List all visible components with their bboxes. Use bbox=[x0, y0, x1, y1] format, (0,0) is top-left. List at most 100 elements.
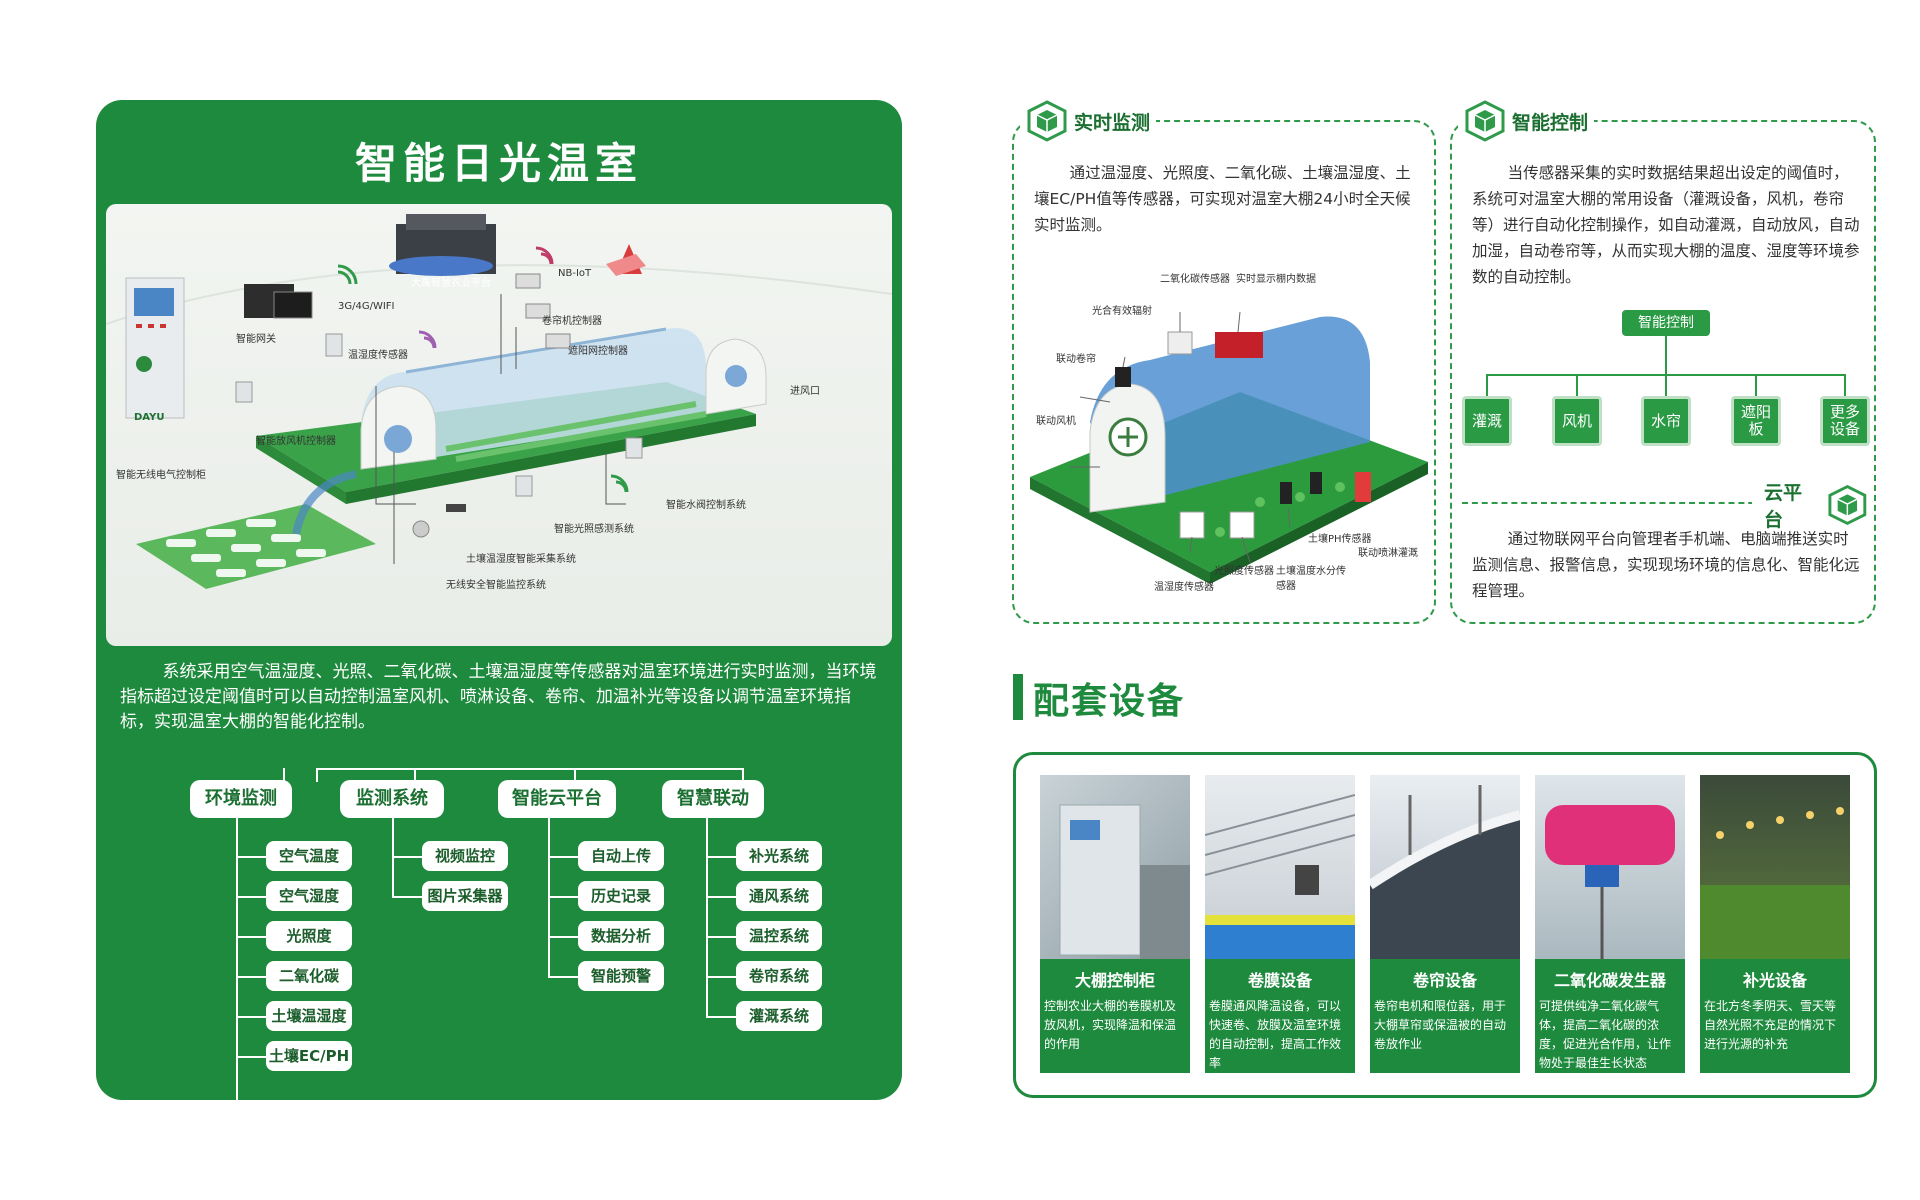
label-light-sensor: 智能光照感测系统 bbox=[554, 524, 634, 535]
tree-branch-line bbox=[236, 818, 238, 1058]
equipment-title: 配套设备 bbox=[1033, 681, 1186, 722]
control-stem bbox=[1665, 336, 1667, 394]
tree-connector bbox=[236, 936, 266, 938]
leaf-auto-upload: 自动上传 bbox=[578, 841, 664, 871]
control-drop bbox=[1755, 374, 1757, 396]
smart-greenhouse-panel: 智能日光温室 bbox=[96, 100, 902, 1158]
label-temp-hum-sensor: 温湿度传感器 bbox=[348, 350, 408, 361]
control-drop bbox=[1844, 374, 1846, 396]
control-title: 智能控制 bbox=[1512, 111, 1589, 134]
equipment-desc: 卷帘电机和限位器，用于大棚草帘或保温被的自动卷放作业 bbox=[1374, 999, 1507, 1051]
leaf-temp-control: 温控系统 bbox=[736, 921, 822, 951]
monitor-title: 实时监测 bbox=[1074, 111, 1151, 134]
label-network: 3G/4G/WIFI bbox=[338, 301, 395, 312]
tree-connector bbox=[548, 976, 578, 978]
leaf-air-temp: 空气温度 bbox=[266, 841, 352, 871]
label-shade-ctrl: 遮阳网控制器 bbox=[568, 346, 628, 357]
cloud-text: 通过物联网平台向管理者手机端、电脑端推送实时监测信息、报警信息，实现现场环境的信… bbox=[1472, 530, 1860, 600]
label-gateway: 智能网关 bbox=[236, 334, 276, 345]
leaf-curtain: 卷帘系统 bbox=[736, 961, 822, 991]
label-light-sensor-2: 光照度传感器 bbox=[1214, 566, 1274, 577]
control-header: 智能控制 bbox=[1458, 100, 1595, 142]
tree-connector bbox=[706, 856, 736, 858]
equipment-name: 卷帘设备 bbox=[1412, 971, 1477, 990]
control-text: 当传感器采集的实时数据结果超出设定的阈值时，系统可对温室大棚的常用设备（灌溉设备… bbox=[1472, 164, 1860, 286]
tree-connector bbox=[706, 936, 736, 938]
leaf-analysis: 数据分析 bbox=[578, 921, 664, 951]
cloud-title: 云平台 bbox=[1764, 482, 1803, 531]
tree-stub bbox=[316, 768, 318, 782]
cloud-header: 云平台 bbox=[1752, 478, 1874, 532]
label-water-valve: 智能水阀控制系统 bbox=[666, 500, 746, 511]
greenhouse-system-diagram: 大禹智慧农业平台 3G/4G/WIFI NB-IoT 智能网关 DAYU 智能无… bbox=[106, 204, 892, 646]
leaf-warning: 智能预警 bbox=[578, 961, 664, 991]
control-more: 更多设备 bbox=[1820, 396, 1870, 446]
tree-monitor-system: 监测系统 bbox=[340, 780, 444, 818]
control-fan: 风机 bbox=[1552, 396, 1602, 446]
tree-connector bbox=[548, 936, 578, 938]
leaf-irrigation: 灌溉系统 bbox=[736, 1001, 822, 1031]
equipment-desc: 在北方冬季阴天、雪天等自然光照不充足的情况下进行光源的补充 bbox=[1704, 999, 1837, 1051]
equipment-name: 大棚控制柜 bbox=[1074, 971, 1155, 990]
label-curtain: 联动卷帘 bbox=[1056, 354, 1096, 365]
leaf-soil-temp-hum: 土壤温湿度 bbox=[266, 1001, 352, 1031]
monitor-illustration bbox=[1030, 311, 1428, 584]
label-nbiot: NB-IoT bbox=[558, 268, 592, 279]
curtain-roller-photo bbox=[1370, 775, 1520, 959]
tree-top-line bbox=[316, 768, 742, 770]
label-air-inlet: 进风口 bbox=[790, 386, 820, 397]
tree-connector bbox=[236, 1056, 266, 1058]
label-soil-moisture: 土壤温度水分传感器 bbox=[1276, 566, 1346, 592]
leaf-co2: 二氧化碳 bbox=[266, 961, 352, 991]
control-water-curtain: 水帘 bbox=[1641, 396, 1691, 446]
tree-connector bbox=[706, 1016, 736, 1018]
equipment-card: 补光设备 在北方冬季阴天、雪天等自然光照不充足的情况下进行光源的补充 bbox=[1700, 775, 1850, 1073]
realtime-monitor-card: 实时监测 通过温湿度、光照度、二氧化碳、土壤温湿度、土壤EC/PH值等传感器，可… bbox=[1012, 100, 1436, 624]
tree-connector bbox=[236, 1156, 266, 1158]
equipment-card: 大棚控制柜 控制农业大棚的卷膜机及放风机，实现降温和保温的作用 bbox=[1040, 775, 1190, 1073]
control-shade: 遮阳板 bbox=[1731, 396, 1781, 446]
leaf-illuminance: 光照度 bbox=[266, 921, 352, 951]
cube-icon bbox=[1027, 100, 1067, 142]
label-platform: 大禹智慧农业平台 bbox=[411, 278, 491, 289]
label-curtain-ctrl: 卷帘机控制器 bbox=[542, 316, 602, 327]
tree-connector bbox=[548, 896, 578, 898]
label-par: 光合有效辐射 bbox=[1092, 306, 1152, 317]
tree-connector bbox=[392, 856, 422, 858]
label-fan-ctrl: 智能放风机控制器 bbox=[256, 436, 336, 447]
tree-stub bbox=[283, 768, 285, 782]
equipment-name: 二氧化碳发生器 bbox=[1553, 971, 1666, 990]
label-temp-hum-2: 温湿度传感器 bbox=[1154, 582, 1214, 593]
greenhouse-illustration bbox=[106, 209, 892, 589]
tree-stub bbox=[574, 768, 576, 782]
tree-connector bbox=[236, 976, 266, 978]
leaf-ventilation: 通风系统 bbox=[736, 881, 822, 911]
control-drop bbox=[1665, 374, 1667, 396]
leaf-soil-ec-ph: 土壤EC/PH bbox=[266, 1041, 352, 1071]
label-cabinet: 智能无线电气控制柜 bbox=[116, 470, 206, 481]
equipment-name: 补光设备 bbox=[1742, 971, 1807, 990]
equipment-desc: 可提供纯净二氧化碳气体，提高二氧化碳的浓度，促进光合作用，让作物处于最佳生长状态 bbox=[1539, 999, 1672, 1070]
monitor-text: 通过温湿度、光照度、二氧化碳、土壤温湿度、土壤EC/PH值等传感器，可实现对温室… bbox=[1034, 164, 1411, 234]
control-drop bbox=[1576, 374, 1578, 396]
control-root: 智能控制 bbox=[1622, 310, 1710, 336]
tree-connector bbox=[392, 896, 422, 898]
tree-branch-line bbox=[706, 818, 708, 1018]
system-description: 系统采用空气温湿度、光照、二氧化碳、土壤温湿度等传感器对温室环境进行实时监测，当… bbox=[120, 662, 877, 732]
label-soil-ph: 土壤PH传感器 bbox=[1308, 534, 1372, 545]
tree-cloud-platform: 智能云平台 bbox=[498, 780, 616, 818]
film-rolling-photo bbox=[1205, 775, 1355, 959]
cloud-divider bbox=[1462, 502, 1774, 504]
leaf-supplement-light: 补光系统 bbox=[736, 841, 822, 871]
leaf-history: 历史记录 bbox=[578, 881, 664, 911]
tree-connector bbox=[236, 1016, 266, 1018]
tree-branch-line bbox=[548, 818, 550, 978]
cube-icon bbox=[1465, 100, 1505, 142]
leaf-image-collector: 图片采集器 bbox=[422, 881, 508, 911]
control-irrigation: 灌溉 bbox=[1462, 396, 1512, 446]
tree-smart-linkage: 智慧联动 bbox=[662, 780, 764, 818]
label-soil-sensor: 土壤温湿度智能采集系统 bbox=[466, 554, 576, 565]
tree-env-monitor: 环境监测 bbox=[190, 780, 292, 818]
smart-control-card: 智能控制 当传感器采集的实时数据结果超出设定的阈值时，系统可对温室大棚的常用设备… bbox=[1450, 100, 1876, 624]
tree-connector bbox=[706, 896, 736, 898]
